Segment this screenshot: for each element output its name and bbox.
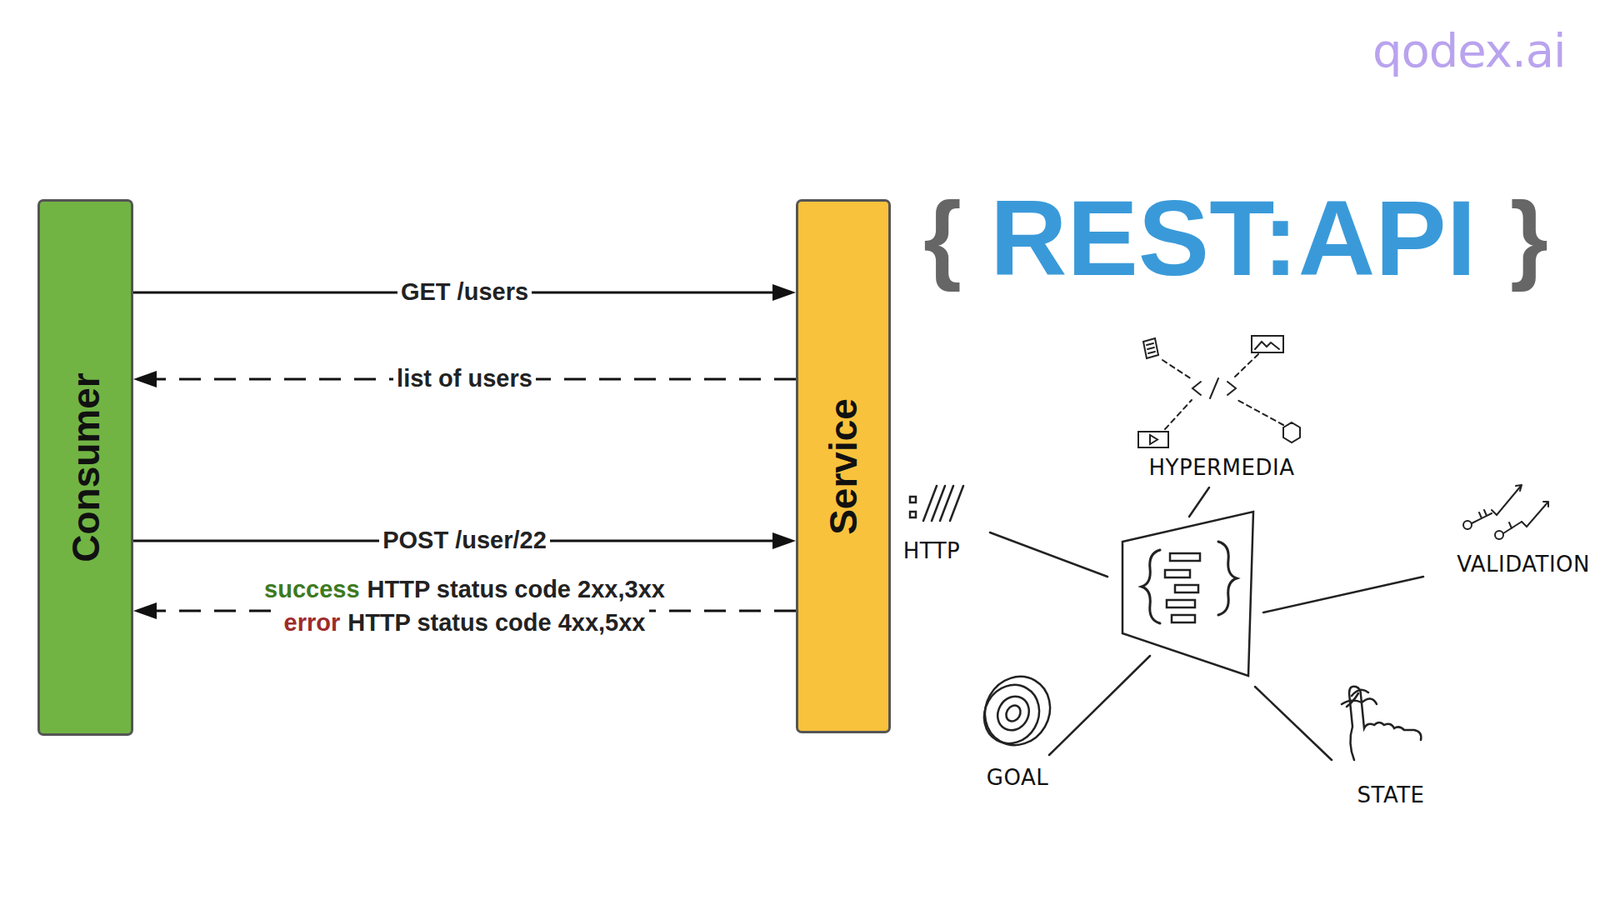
brace: {	[923, 187, 962, 286]
brace: }	[1510, 187, 1549, 286]
service-bar: Service	[795, 199, 891, 734]
title-text: REST:API	[990, 185, 1476, 292]
watermark: qodex.ai	[1372, 23, 1566, 78]
concept-label: VALIDATION	[1456, 551, 1590, 577]
message-label: POST /user/22	[379, 526, 550, 555]
concept-label: HTTP	[903, 538, 961, 564]
status-row: errorHTTP status code 4xx,5xx	[280, 609, 650, 637]
message-label: GET /users	[397, 278, 532, 306]
validation-icon	[1463, 485, 1549, 540]
concept-label: HYPERMEDIA	[1149, 455, 1295, 480]
goal-coin-icon	[972, 665, 1063, 758]
leader-line	[1255, 686, 1332, 760]
concept-label: STATE	[1357, 782, 1425, 808]
status-text: error	[284, 609, 341, 637]
json-document-icon	[1122, 511, 1254, 676]
http-icon	[910, 485, 964, 521]
consumer-bar: Consumer	[37, 199, 134, 736]
node-label: Service	[820, 398, 866, 535]
message-label: list of users	[393, 365, 536, 393]
leader-line	[990, 532, 1108, 577]
leader-line	[1263, 576, 1424, 613]
state-hand-icon	[1341, 686, 1421, 760]
leader-line	[1049, 655, 1150, 755]
hypermedia-icon	[1138, 335, 1300, 448]
status-text: success	[264, 575, 360, 604]
status-text: HTTP status code 4xx,5xx	[347, 609, 645, 637]
message-label: HTTP status code 2xx,3xx	[367, 575, 665, 604]
node-label: Consumer	[63, 372, 109, 562]
concept-label: GOAL	[986, 765, 1049, 790]
leader-line	[1189, 487, 1210, 517]
status-row: successHTTP status code 2xx,3xx	[260, 575, 669, 604]
